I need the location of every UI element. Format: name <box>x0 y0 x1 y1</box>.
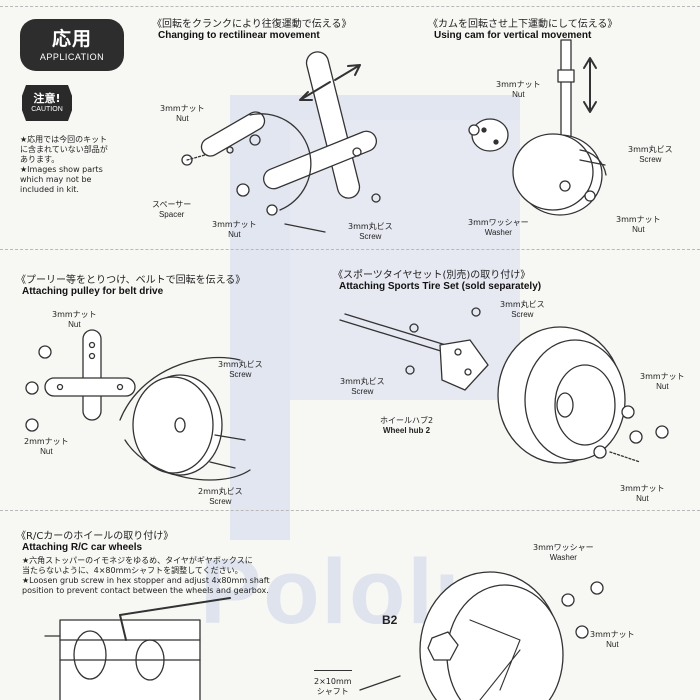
pulley-title-en: Attaching pulley for belt drive <box>22 286 164 297</box>
caution-title-jp: 注意! <box>33 92 61 105</box>
caution-title-en: CAUTION <box>31 106 63 113</box>
rc-illustration <box>44 571 604 700</box>
rc-note: ★六角ストッパーのイモネジをゆるめ、タイヤがギヤボックスに 当たらないように、4… <box>22 556 270 595</box>
caution-badge: 注意! CAUTION <box>22 85 72 121</box>
crank-title-en: Changing to rectilinear movement <box>158 30 320 41</box>
rc-title-jp: 《R/Cカーのホイールの取り付け》 <box>16 531 174 542</box>
application-badge: 応用 APPLICATION <box>20 19 124 71</box>
crank-illustration <box>181 51 381 233</box>
crank-title-jp: 《回転をクランクにより往復運動で伝える》 <box>152 19 352 30</box>
rc-part-b2-label: B2 <box>382 613 398 627</box>
cam-title-jp: 《カムを回転させ上下運動にして伝える》 <box>428 19 618 30</box>
sports-title-jp: 《スポーツタイヤセット(別売)の取り付け》 <box>333 270 531 281</box>
sports-illustration <box>339 307 669 464</box>
pulley-illustration <box>25 329 251 481</box>
cam-title-en: Using cam for vertical movement <box>434 30 592 41</box>
cam-illustration <box>468 39 607 216</box>
badge-title-en: APPLICATION <box>39 52 105 62</box>
caution-note: ★応用では今回のキット に含まれていない部品が あります。 ★Images sh… <box>20 135 108 194</box>
rc-title-en: Attaching R/C car wheels <box>22 542 143 553</box>
badge-title-jp: 応用 <box>51 28 92 50</box>
divider-top <box>0 6 700 7</box>
sports-title-en: Attaching Sports Tire Set (sold separate… <box>339 281 542 292</box>
divider-2 <box>0 510 700 511</box>
divider-1 <box>0 249 700 250</box>
pulley-title-jp: 《プーリー等をとりつけ、ベルトで回転を伝える》 <box>16 275 246 286</box>
